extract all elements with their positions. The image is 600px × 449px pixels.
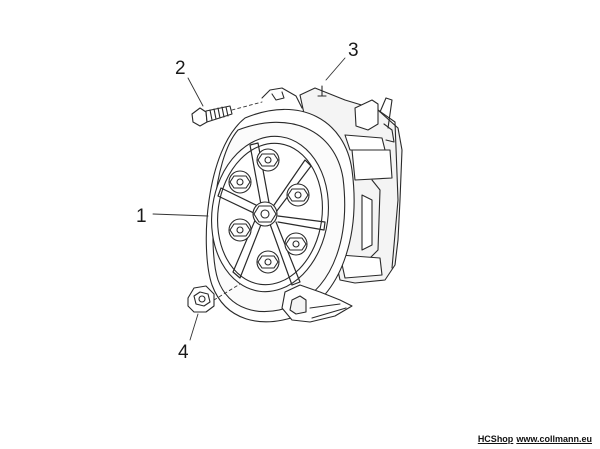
bolt-head — [284, 232, 308, 256]
shop-url[interactable]: www.collmann.eu — [516, 434, 592, 444]
screw-part — [191, 105, 233, 127]
bolt-head — [228, 170, 252, 194]
leader-line-2 — [187, 77, 204, 107]
callout-1: 1 — [136, 206, 147, 227]
leader-line-4 — [189, 313, 199, 341]
bolt-head — [286, 183, 310, 207]
callout-4: 4 — [178, 342, 189, 363]
leader-line-1 — [152, 213, 209, 217]
bolt-head — [256, 250, 280, 274]
bolt-head — [228, 218, 252, 242]
leader-lines — [152, 57, 346, 341]
shop-name: HCShop — [477, 434, 514, 444]
leader-line-3 — [325, 57, 346, 81]
nut-part — [187, 285, 215, 313]
leader-line-4-dash — [213, 283, 241, 301]
leader-line-2-dash — [231, 101, 263, 111]
bolt-head — [256, 148, 280, 172]
fan-cover-part — [205, 85, 403, 323]
callout-2: 2 — [175, 58, 186, 79]
callout-3: 3 — [348, 40, 359, 61]
